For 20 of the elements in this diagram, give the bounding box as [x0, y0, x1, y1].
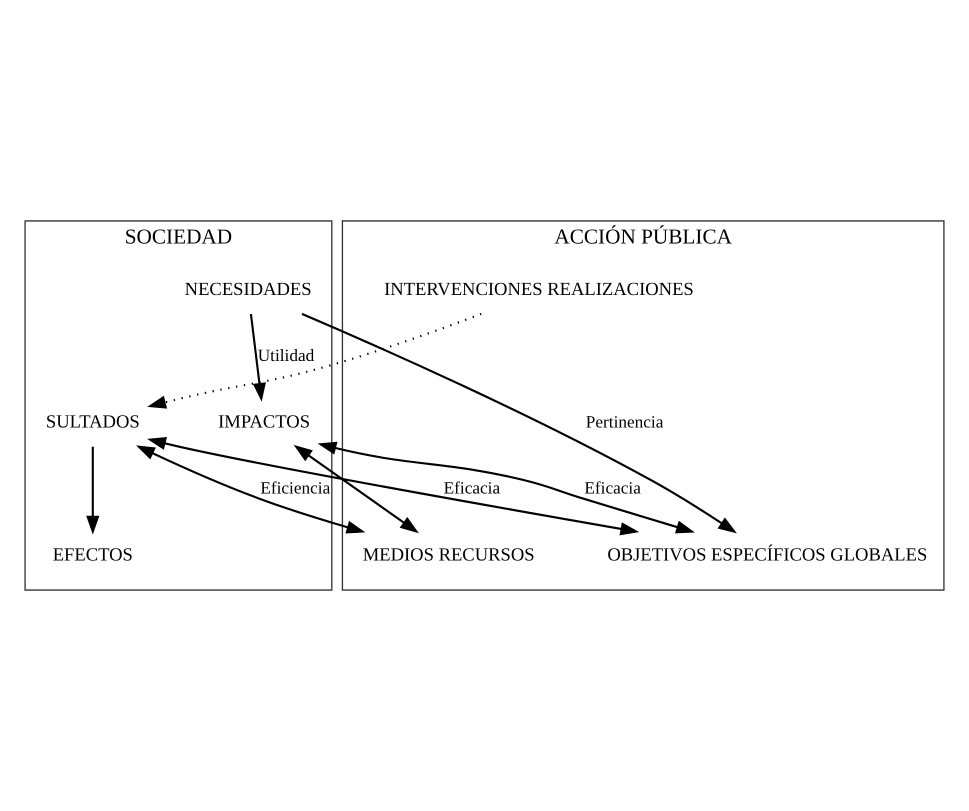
arrow	[302, 312, 737, 534]
node-text: IMPACTOS	[218, 412, 310, 433]
node-text: INTERVENCIONES REALIZACIONES	[384, 278, 694, 300]
edge-label: Eficiencia	[260, 478, 330, 498]
arrow	[250, 314, 266, 402]
edge-label: Eficacia	[444, 478, 500, 498]
arrow	[86, 446, 100, 535]
node-text: MEDIOS RECURSOS	[362, 544, 535, 566]
node-text: NECESIDADES	[184, 278, 312, 300]
edge-label: Utilidad	[258, 346, 314, 365]
arrow	[294, 444, 419, 534]
node-text: OBJETIVOS ESPECÍFICOS GLOBALES	[607, 544, 928, 566]
edge-label: Eficacia	[584, 478, 641, 498]
node-text: EFECTOS	[52, 544, 133, 566]
arrow	[318, 442, 695, 534]
node-text: SULTADOS	[46, 412, 140, 433]
arrow	[136, 445, 366, 534]
arrow	[147, 312, 482, 409]
edge-label: Pertinencia	[586, 412, 664, 432]
arrow	[147, 437, 640, 536]
